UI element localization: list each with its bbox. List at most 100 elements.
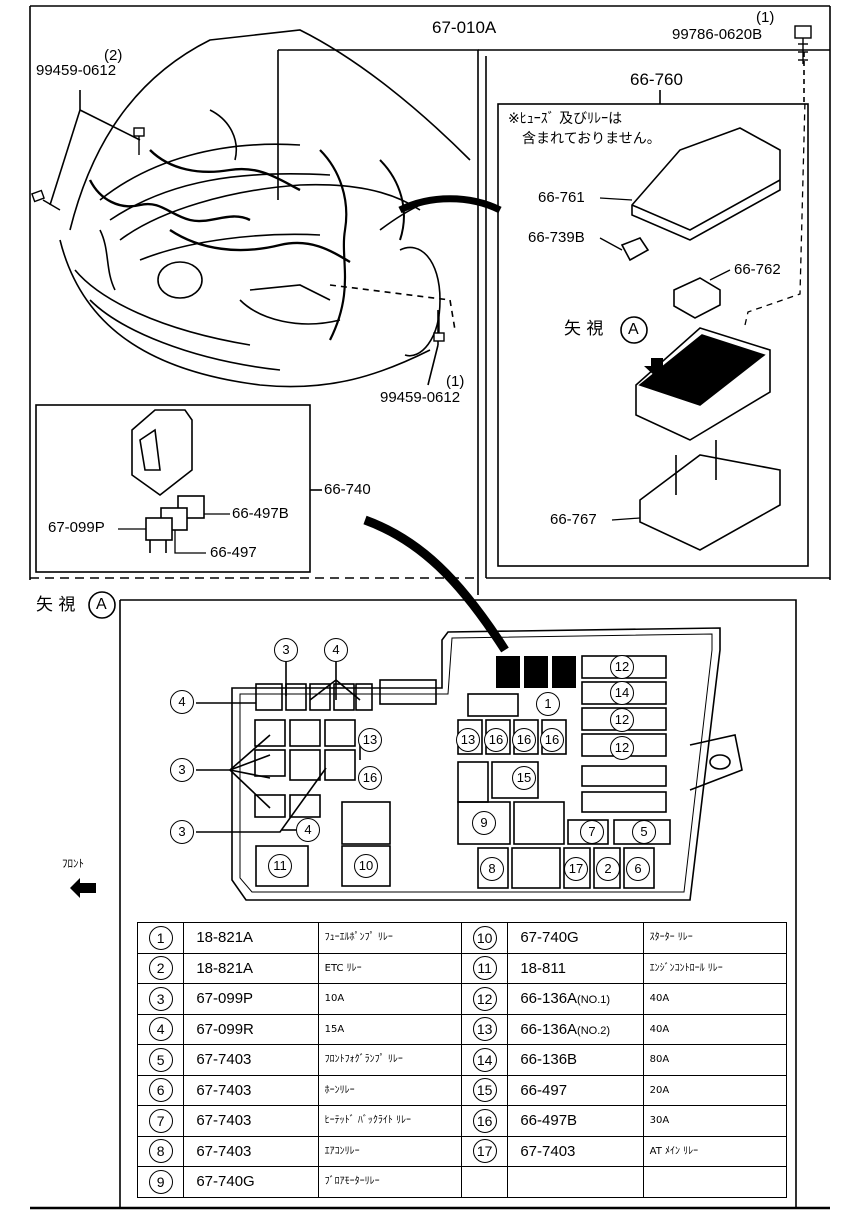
view-a-marker-panel	[620, 316, 648, 344]
callout-3-c: 3	[170, 820, 194, 844]
front-label: ﾌﾛﾝﾄ	[62, 857, 84, 870]
label-66-739b: 66-739B	[528, 229, 585, 246]
front-arrow-icon	[70, 878, 96, 898]
label-66-497b: 66-497B	[232, 505, 289, 522]
description-cell: ﾋｰﾃｯﾄﾞ ﾊﾞｯｸﾗｲﾄ ﾘﾚｰ	[317, 1105, 463, 1137]
callout-7: 7	[580, 820, 604, 844]
part-number-cell: 67-099P	[183, 983, 319, 1015]
bolt-top-right-icon	[794, 25, 812, 39]
callout-10: 10	[354, 854, 378, 878]
callout-3-b: 3	[170, 758, 194, 782]
callout-16-a: 16	[358, 766, 382, 790]
callout-15: 15	[512, 766, 536, 790]
ref-number-cell: 4	[136, 1013, 185, 1045]
ref-number-cell: 16	[460, 1105, 509, 1137]
description-cell: AT ﾒｲﾝ ﾘﾚｰ	[642, 1135, 788, 1167]
part-number-cell: 18-811	[507, 952, 644, 984]
ref-number-cell: 1	[136, 922, 185, 954]
description-cell: 30A	[642, 1105, 788, 1137]
description-cell: ｴｱｺﾝﾘﾚｰ	[317, 1135, 463, 1167]
ref-number-cell: 17	[460, 1135, 509, 1167]
label-66-767: 66-767	[550, 511, 597, 528]
ref-number-cell: 8	[136, 1135, 185, 1167]
description-cell: 20A	[642, 1074, 788, 1106]
part-number-cell: 67-7403	[183, 1105, 319, 1137]
callout-9: 9	[472, 811, 496, 835]
description-cell: ETC ﾘﾚｰ	[317, 952, 463, 984]
ref-number-cell: 2	[136, 952, 185, 984]
callout-12-c: 12	[610, 736, 634, 760]
description-cell: ﾎｰﾝﾘﾚｰ	[317, 1074, 463, 1106]
fuse-box-outline	[231, 627, 721, 901]
label-66-762: 66-762	[734, 261, 781, 278]
description-cell: ﾌﾞﾛｱﾓｰﾀｰﾘﾚｰ	[317, 1166, 463, 1198]
description-cell: ﾌｭｰｴﾙﾎﾟﾝﾌﾟ ﾘﾚｰ	[317, 922, 463, 954]
callout-4-c: 4	[296, 818, 320, 842]
harness-leader	[278, 49, 479, 595]
part-number-cell: 67-7403	[183, 1074, 319, 1106]
part-number-cell: 18-821A	[183, 952, 319, 984]
ref-number-cell: 10	[460, 922, 509, 954]
callout-4-a: 4	[324, 638, 348, 662]
view-a-frame	[120, 599, 797, 1208]
fuse-67-099p-icon	[145, 517, 173, 541]
label-bolt-left-qty: (2)	[104, 47, 123, 64]
callout-16-d: 16	[540, 728, 564, 752]
part-note: (NO.1)	[577, 994, 611, 1007]
label-67-099p: 67-099P	[48, 519, 105, 536]
label-67-010a: 67-010A	[432, 18, 497, 37]
description-cell: 40A	[642, 1013, 788, 1045]
view-a-marker-main	[88, 591, 116, 619]
callout-8: 8	[480, 857, 504, 881]
bolt-left-bottom-icon	[31, 189, 45, 203]
ref-number-cell: 15	[460, 1074, 509, 1106]
callout-13-b: 13	[456, 728, 480, 752]
fuse-assy-panel-frame	[497, 103, 809, 567]
ref-number-cell	[460, 1166, 509, 1198]
callout-14: 14	[610, 681, 634, 705]
relay-kit-cover-icon	[131, 409, 193, 496]
ref-number-cell: 11	[460, 952, 509, 984]
part-number-cell: 67-7403	[507, 1135, 644, 1167]
part-note: (NO.2)	[577, 1024, 611, 1037]
part-number-cell: 18-821A	[183, 922, 319, 954]
ref-number-cell: 6	[136, 1074, 185, 1106]
callout-11: 11	[268, 854, 292, 878]
part-number-cell: 66-497B	[507, 1105, 644, 1137]
callout-2: 2	[596, 857, 620, 881]
ref-number-cell: 14	[460, 1044, 509, 1076]
ref-number-cell: 3	[136, 983, 185, 1015]
ref-number-cell: 13	[460, 1013, 509, 1045]
bolt-left-top-icon	[133, 127, 145, 137]
label-bolt-center: 99459-0612	[380, 389, 461, 406]
callout-12-a: 12	[610, 655, 634, 679]
relay-66-762-icon	[673, 277, 721, 319]
description-cell: 40A	[642, 983, 788, 1015]
callout-13-a: 13	[358, 728, 382, 752]
view-label-panel: 矢 視	[564, 319, 604, 339]
callout-16-c: 16	[512, 728, 536, 752]
part-number-cell: 67-7403	[183, 1044, 319, 1076]
ref-number-cell: 5	[136, 1044, 185, 1076]
callout-5: 5	[632, 820, 656, 844]
part-number-cell: 66-136B	[507, 1044, 644, 1076]
callout-4-b: 4	[170, 690, 194, 714]
view-marker-panel-text: A	[628, 321, 639, 338]
label-66-497: 66-497	[210, 544, 257, 561]
description-cell	[642, 1166, 788, 1198]
callout-3-a: 3	[274, 638, 298, 662]
part-number-cell: 67-740G	[183, 1166, 319, 1198]
description-cell: 10A	[317, 983, 463, 1015]
callout-1: 1	[536, 692, 560, 716]
note-line-2: 含まれておりません。	[522, 131, 661, 147]
description-cell: ｽﾀｰﾀｰ ﾘﾚｰ	[642, 922, 788, 954]
